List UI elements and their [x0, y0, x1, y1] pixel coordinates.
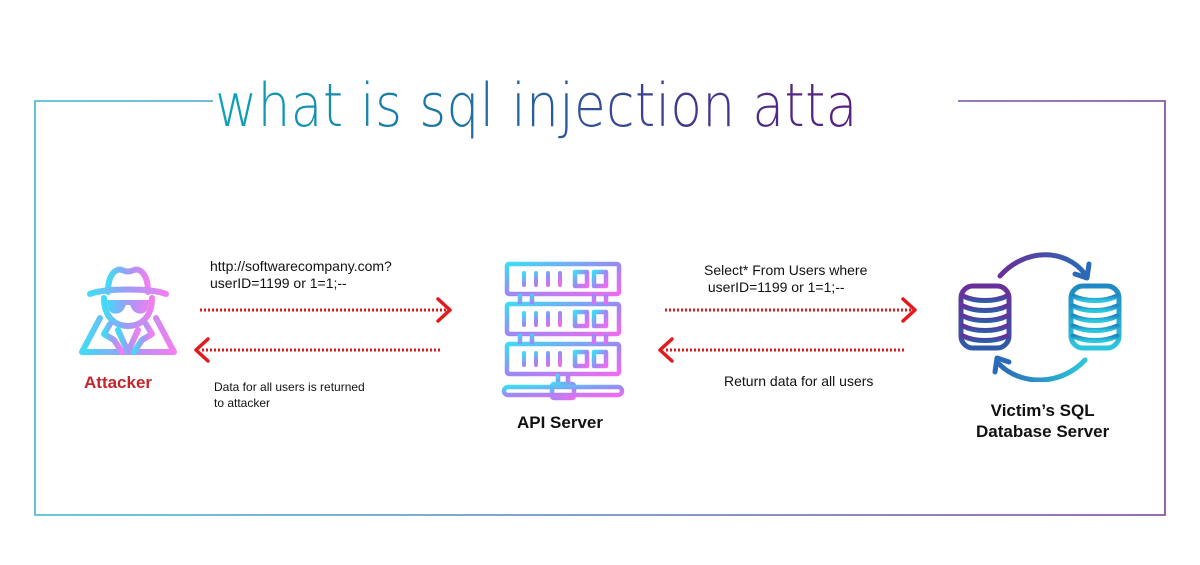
database-label-line1: Victim’s SQL [990, 401, 1095, 420]
database-sync-icon [958, 252, 1122, 382]
sync-arrow-top [997, 252, 1088, 279]
arrow-db-to-api [658, 337, 904, 363]
server-rack-icon [501, 261, 625, 401]
response-to-attacker-label: Data for all users is returned to attack… [214, 379, 365, 411]
request-url-line2: userID=1199 or 1=1;-- [210, 275, 347, 291]
return-data-label: Return data for all users [724, 373, 874, 389]
database-left [958, 283, 1012, 351]
response-to-attacker-line1: Data for all users is returned [214, 380, 365, 394]
arrow-attacker-to-api [200, 297, 452, 323]
arrow-api-to-db [665, 297, 917, 323]
response-to-attacker-line2: to attacker [214, 396, 271, 410]
spy-hacker-icon [79, 266, 177, 355]
arrow-api-to-attacker [194, 337, 440, 363]
database-label: Victim’s SQL Database Server [976, 400, 1109, 442]
attacker-label: Attacker [84, 373, 153, 392]
page-title: what is sql injection attack? [215, 66, 944, 146]
api-server-label: API Server [517, 413, 603, 432]
request-url-line1: http://softwarecompany.com? [210, 258, 392, 274]
database-right [1068, 283, 1122, 351]
sync-arrow-bottom [996, 357, 1088, 382]
sql-query-label: Select* From Users where userID=1199 or … [704, 262, 867, 296]
sql-query-line2: userID=1199 or 1=1;-- [704, 279, 845, 295]
sql-query-line1: Select* From Users where [704, 262, 868, 278]
database-label-line2: Database Server [976, 422, 1110, 441]
request-url-label: http://softwarecompany.com? userID=1199 … [210, 258, 392, 292]
frame-border-left [34, 100, 1166, 516]
